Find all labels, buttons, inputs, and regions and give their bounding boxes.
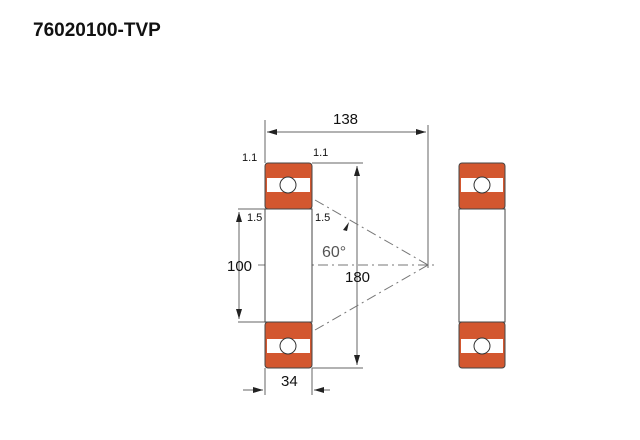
bearing-right [458, 162, 506, 369]
dim-138: 138 [333, 111, 358, 128]
dim-34: 34 [281, 373, 298, 390]
bearing-left [264, 162, 313, 369]
dim-chamfer-inner-left: 1.5 [247, 212, 262, 224]
dim-chamfer-inner-right: 1.5 [315, 212, 330, 224]
dim-chamfer-outer-left: 1.1 [242, 152, 257, 164]
product-title: 76020100-TVP [33, 20, 161, 41]
dim-100: 100 [227, 258, 252, 275]
contact-angle: 60° [322, 244, 346, 261]
dim-180: 180 [345, 269, 370, 286]
dim-chamfer-outer-right: 1.1 [313, 147, 328, 159]
dimension-lines [236, 120, 429, 395]
